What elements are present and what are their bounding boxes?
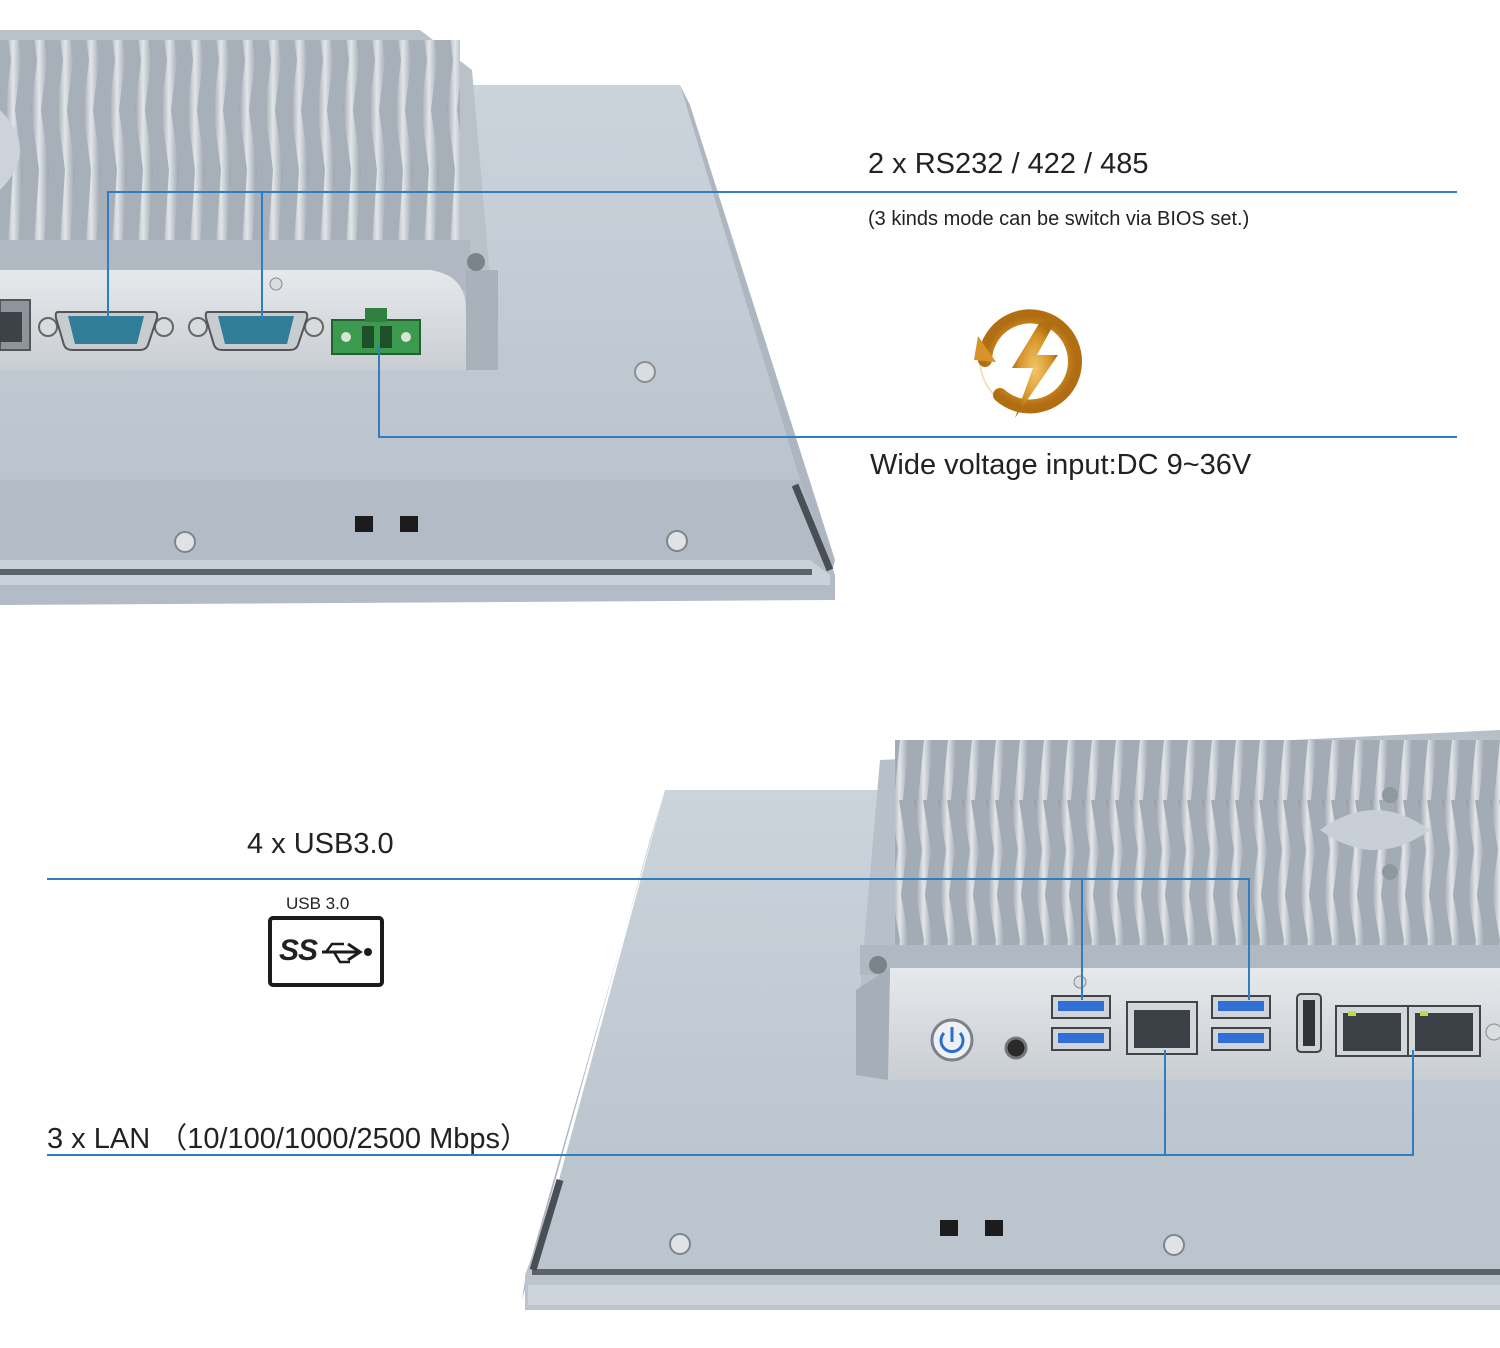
usb-logo-mark: SS — [279, 934, 318, 967]
lan-ports — [1126, 1001, 1481, 1057]
usb-logo-text: USB 3.0 — [286, 894, 350, 913]
top-device — [0, 30, 835, 605]
lan-callout-lines — [47, 1050, 1414, 1156]
serial-port-1 — [38, 311, 174, 351]
usb3-logo — [268, 916, 384, 987]
power-callout-title: Wide voltage input:DC 9~36V — [870, 449, 1252, 481]
power-terminal-block — [331, 308, 421, 355]
serial-callout-lines — [107, 191, 1457, 322]
lan-callout-title: 3 x LAN （10/100/1000/2500 Mbps） — [47, 1123, 530, 1155]
lightning-bolt-icon — [974, 309, 1082, 418]
usb-callout-lines — [47, 878, 1250, 1000]
serial-callout-note: (3 kinds mode can be switch via BIOS set… — [868, 208, 1250, 230]
bottom-device — [522, 730, 1500, 1310]
power-callout-lines — [378, 345, 1457, 438]
serial-port-2 — [188, 311, 324, 351]
usb-callout-title: 4 x USB3.0 — [247, 828, 394, 860]
serial-callout-title: 2 x RS232 / 422 / 485 — [868, 148, 1149, 180]
power-button — [930, 1018, 974, 1062]
